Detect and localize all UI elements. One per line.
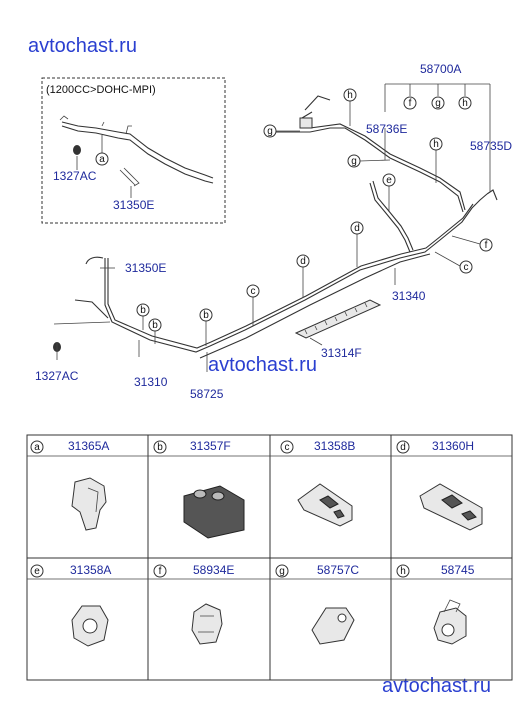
legend-letter-h: h: [400, 566, 406, 577]
callout-g-1: g: [267, 126, 273, 137]
legend-cell-g: g 58757C: [275, 563, 359, 645]
legend-letter-b: b: [157, 442, 163, 453]
legend-cell-e: e 31358A: [30, 563, 111, 647]
legend-letter-d: d: [400, 442, 406, 453]
label-58700A: 58700A: [420, 62, 461, 76]
legend-part-g: 58757C: [317, 563, 359, 577]
main-pipes: [53, 95, 498, 360]
legend-letter-e: e: [34, 566, 40, 577]
callout-d-2: d: [354, 223, 360, 234]
variant-note: (1200CC>DOHC-MPI): [46, 84, 156, 96]
label-58735D: 58735D: [470, 139, 512, 153]
inset-callout-a-letter: a: [99, 154, 105, 165]
callout-c-1: c: [251, 286, 256, 297]
legend-part-c: 31358B: [314, 439, 355, 453]
callout-d-1: d: [300, 256, 306, 267]
label-31350E-main: 31350E: [125, 261, 166, 275]
bracket-g-top: [299, 117, 313, 129]
callout-h-1: h: [347, 90, 353, 101]
inset-callout-a: [95, 152, 109, 166]
legend-part-b: 31357F: [190, 439, 231, 453]
label-58736E: 58736E: [366, 122, 407, 136]
callout-b-1: b: [140, 305, 146, 316]
legend-part-f: 58934E: [193, 563, 234, 577]
legend-cell-f: f 58934E: [153, 563, 234, 645]
inset-box: [41, 77, 226, 224]
callout-b-2: b: [152, 320, 158, 331]
label-58725: 58725: [190, 387, 224, 401]
label-31310: 31310: [134, 375, 168, 389]
callout-f-1: f: [485, 240, 488, 251]
legend-letter-c: c: [285, 442, 290, 453]
inset-pipes: [59, 115, 214, 198]
callout-e-1: e: [386, 175, 392, 186]
callout-c-2: c: [464, 262, 469, 273]
watermark-bottom: avtochast.ru: [382, 675, 491, 697]
legend-part-a: 31365A: [68, 439, 109, 453]
legend-part-e: 31358A: [70, 563, 111, 577]
label-31314F: 31314F: [321, 346, 362, 360]
legend-cell-h: h 58745: [396, 563, 475, 645]
label-31340: 31340: [392, 289, 426, 303]
callout-b-3: b: [203, 310, 209, 321]
main-callouts: b b b c d d e f c g g h: [100, 83, 493, 372]
callout-f-2: f: [409, 98, 412, 109]
label-1327AC-main: 1327AC: [35, 369, 79, 383]
callout-h-2: h: [433, 139, 439, 150]
legend-letter-a: a: [34, 442, 40, 453]
clip-strip-31314F: [294, 299, 382, 339]
watermark-middle: avtochast.ru: [208, 354, 317, 376]
inset-label-31350E: 31350E: [113, 198, 154, 212]
legend-table: [26, 434, 513, 681]
legend-cell-a: a 31365A: [30, 439, 109, 531]
legend-cell-d: d 31360H: [396, 439, 483, 531]
callout-g-3: g: [435, 98, 441, 109]
callout-g-2: g: [351, 156, 357, 167]
callout-h-3: h: [462, 98, 468, 109]
legend-cell-b: b 31357F: [153, 439, 245, 539]
inset-label-1327AC: 1327AC: [53, 169, 97, 183]
watermark-top: avtochast.ru: [28, 35, 137, 57]
legend-letter-f: f: [159, 566, 162, 577]
legend-part-h: 58745: [441, 563, 475, 577]
legend-letter-g: g: [279, 566, 285, 577]
inset-grommet: [73, 145, 81, 155]
legend-cell-c: c 31358B: [280, 439, 355, 527]
legend-part-d: 31360H: [432, 439, 474, 453]
